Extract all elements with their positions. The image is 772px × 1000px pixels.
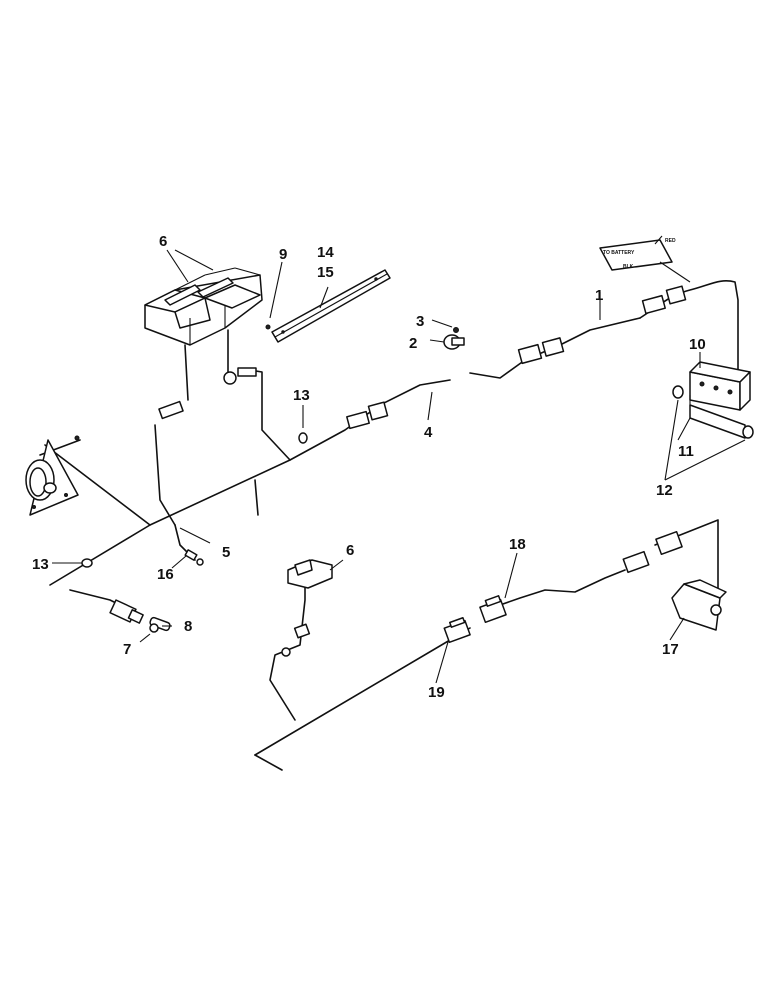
inline-connector-a — [346, 401, 389, 430]
connector-item-18-right — [622, 530, 683, 574]
callout-labels: 1 2 3 4 5 6 6 7 8 9 10 11 12 13 13 14 15… — [32, 233, 706, 701]
callout-2: 2 — [409, 335, 417, 352]
callout-11: 11 — [678, 443, 694, 460]
leader-lines — [52, 249, 746, 684]
callout-9: 9 — [279, 246, 287, 263]
mounting-bracket-item-11 — [672, 385, 754, 439]
sensor-block-lower — [281, 559, 333, 657]
grommet-upper — [298, 432, 308, 444]
callout-16: 16 — [157, 566, 174, 583]
callout-6-upper: 6 — [159, 233, 167, 250]
lower-harness-wire — [254, 519, 719, 771]
red-tag-text: RED — [665, 238, 676, 244]
callout-6-lower: 6 — [346, 542, 354, 559]
callout-3: 3 — [416, 313, 424, 330]
battery-tag: TO BATTERY RED BLK — [599, 235, 691, 283]
callout-13-upper: 13 — [293, 387, 310, 404]
connector-item-19 — [443, 616, 471, 644]
screw-item-9 — [265, 324, 271, 330]
right-lamp-item-17 — [671, 579, 727, 631]
callout-5: 5 — [222, 544, 230, 561]
connector-item-18 — [479, 595, 507, 624]
callout-17: 17 — [662, 641, 679, 658]
callout-15: 15 — [317, 264, 334, 281]
grommet-lower — [81, 558, 93, 568]
callout-13-lower: 13 — [32, 556, 49, 573]
inline-connector-b — [517, 337, 565, 365]
battery-tag-text: TO BATTERY — [603, 250, 635, 256]
callout-12: 12 — [656, 482, 673, 499]
left-lamp-assembly — [25, 435, 80, 516]
callout-8: 8 — [184, 618, 192, 635]
inline-connector-c — [641, 285, 687, 315]
control-box-item-10 — [689, 361, 751, 411]
bracket-rail — [271, 269, 391, 343]
callout-10: 10 — [689, 336, 706, 353]
connector-item-16 — [184, 549, 204, 566]
callout-4: 4 — [424, 424, 433, 441]
callout-18: 18 — [509, 536, 526, 553]
callout-19: 19 — [428, 684, 445, 701]
sensor-block-upper — [144, 267, 263, 346]
callout-7: 7 — [123, 641, 131, 658]
callout-14: 14 — [317, 244, 334, 261]
relay-item-2-3 — [443, 327, 465, 350]
sensor-connector-upper — [158, 367, 257, 420]
callout-1: 1 — [595, 287, 603, 304]
plug-connector-7-8 — [109, 599, 171, 633]
black-tag-text: BLK — [623, 264, 634, 270]
